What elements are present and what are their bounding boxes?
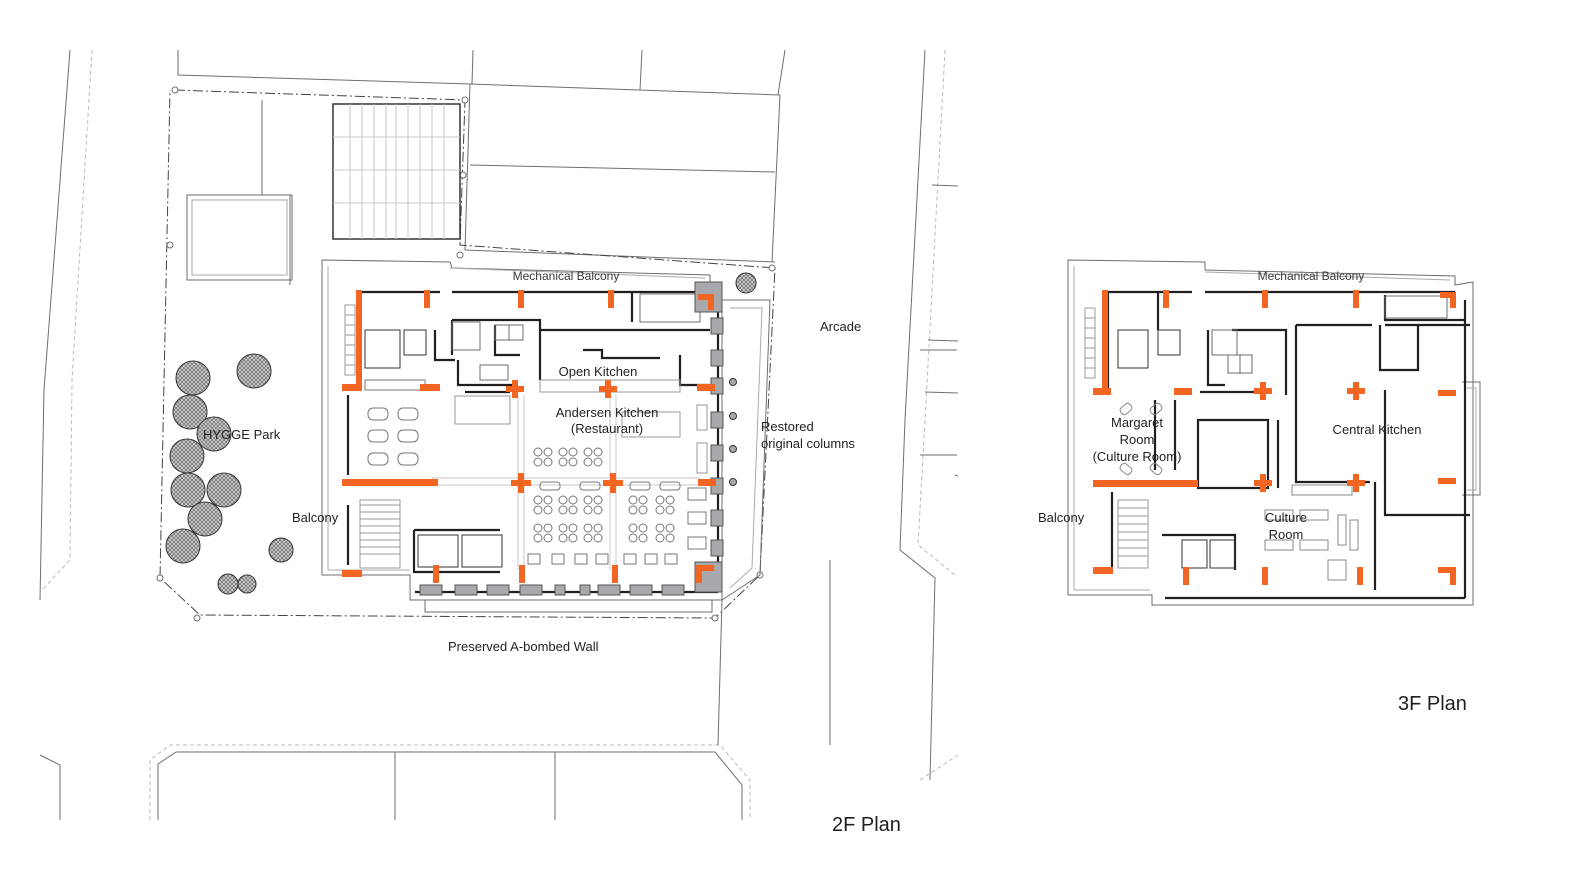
- site-context-2f: [39, 49, 959, 820]
- title-3f-plan: 3F Plan: [1398, 693, 1467, 715]
- label-open-kitchen: Open Kitchen: [558, 364, 638, 379]
- building-2f: [321, 259, 771, 613]
- label-margaret-room-line2: Room: [1119, 432, 1155, 447]
- label-central-kitchen: Central Kitchen: [1332, 422, 1422, 437]
- label-mechanical-balcony-3f: Mechanical Balcony: [1257, 269, 1365, 283]
- label-mechanical-balcony-2f: Mechanical Balcony: [512, 269, 620, 283]
- label-margaret-room-line1: Margaret: [1110, 415, 1164, 430]
- label-restored-columns-line1: Restored: [761, 419, 814, 434]
- label-culture-room-line2: Room: [1268, 527, 1304, 542]
- title-2f-plan: 2F Plan: [832, 814, 901, 836]
- label-balcony-2f: Balcony: [292, 510, 339, 525]
- label-andersen-kitchen: Andersen Kitchen: [555, 405, 659, 420]
- label-restored-columns-line2: original columns: [761, 436, 855, 451]
- label-arcade: Arcade: [820, 319, 862, 334]
- label-preserved-wall: Preserved A-bombed Wall: [448, 639, 599, 654]
- label-restaurant: (Restaurant): [570, 421, 644, 436]
- new-structure-2f: [342, 290, 716, 583]
- label-hygge-park: HYGGE Park: [203, 427, 281, 442]
- label-balcony-3f: Balcony: [1038, 510, 1085, 525]
- new-structure-3f: [1093, 290, 1456, 585]
- trees-hygge-park: [165, 272, 757, 595]
- label-culture-room-line1: Culture: [1265, 510, 1307, 525]
- label-margaret-room-line3: (Culture Room): [1092, 449, 1182, 464]
